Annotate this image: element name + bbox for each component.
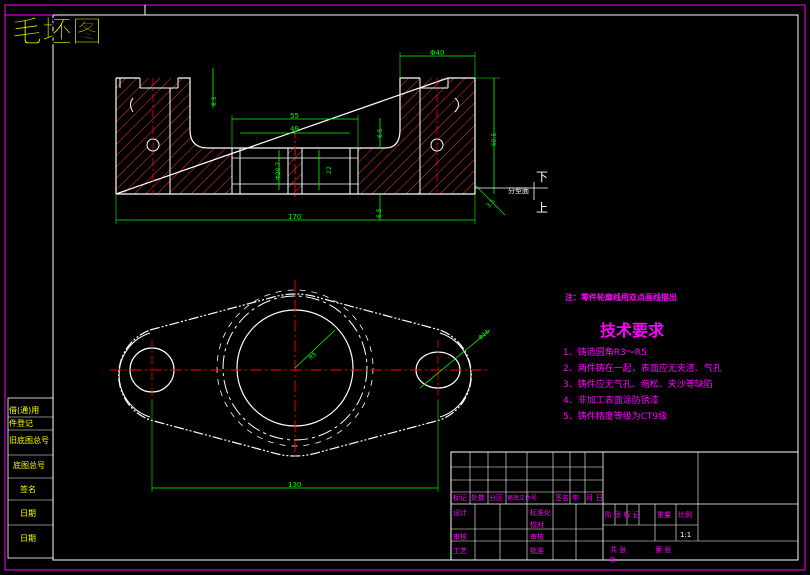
tb-label: 分区 (489, 493, 503, 502)
tech-item: 3、铸件应无气孔、缩松、夹沙等缺陷 (563, 378, 713, 390)
dim-60-5: 60.5 (491, 132, 498, 146)
dim-130: 130 (288, 481, 301, 489)
tb-version: 版 (610, 556, 616, 564)
tb-label: 年 (572, 493, 579, 502)
tb-review2: 审核 (530, 532, 544, 541)
tb-scale-value: 1:1 (680, 531, 691, 539)
front-view: Φ40 55 49 8.5 Φ20.7 22 6.5 60.5 6.5 170 … (115, 49, 548, 224)
side-label: 签名 (20, 484, 36, 494)
left-hatch (116, 78, 232, 194)
dim-6-5-mid: 6.5 (377, 128, 384, 138)
side-label: 旧底图总号 (9, 435, 49, 445)
tech-heading: 技术要求 (600, 321, 665, 340)
tb-designer: 设计 (453, 508, 467, 517)
side-label: 借(通)用 (9, 405, 39, 415)
tb-label: 处数 (471, 493, 485, 502)
tb-stage: 阶 段 标 记 (605, 510, 640, 519)
tech-item: 5、铸件精度等级为CT9级 (563, 410, 667, 422)
tb-label: 标记 (453, 493, 467, 502)
title-block: 标记 处数 分区 更改文件号 签名 年 月 日 设计 标准化 校对 审核 审核 … (450, 451, 799, 564)
note-text: 注：零件轮廓线用双点画线描出 (565, 292, 677, 302)
dim-phi40: Φ40 (430, 49, 444, 57)
dim-3-5: 3.5 (485, 198, 497, 210)
dim-r5: R5 (308, 351, 319, 362)
dim-phi20: Φ20.7 (275, 162, 282, 180)
tb-craft: 工艺 (453, 547, 467, 555)
side-label: 日期 (20, 509, 36, 518)
side-label: 日期 (20, 534, 36, 543)
tb-scale: 比例 (678, 510, 692, 519)
tech-item: 4、非加工表面涂防锈漆 (563, 394, 659, 406)
label-upper: 上 (536, 201, 548, 215)
dim-8-5-left: 8.5 (211, 96, 218, 106)
tb-review: 审核 (453, 532, 467, 541)
dim-49: 49 (290, 125, 299, 133)
right-hatch (358, 78, 475, 194)
side-label: 底图总号 (13, 460, 45, 470)
top-view: R5 Φ16 130 (110, 280, 491, 492)
side-stamp: 借(通)用 件登记 旧底图总号 底图总号 签名 日期 日期 (7, 397, 54, 559)
parting-label: 分型面 (508, 186, 529, 195)
tb-sheet-total: 共 张 (610, 545, 626, 554)
tb-standardize: 标准化 (530, 508, 551, 517)
tb-label: 月 (586, 494, 593, 502)
tb-label: 更改文件号 (507, 494, 537, 502)
side-label: 件登记 (9, 418, 33, 428)
tech-item: 1、铸造圆角R3～R5 (563, 346, 647, 358)
dim-22: 22 (326, 166, 333, 174)
dim-170: 170 (288, 213, 301, 221)
dim-6-5-bottom: 6.5 (376, 208, 383, 218)
tb-proof: 校对 (530, 520, 544, 529)
tech-list: 1、铸造圆角R3～R5 2、两件铸在一起，表面应无夹渣、气孔 3、铸件应无气孔、… (563, 346, 722, 422)
label-lower: 下 (536, 170, 548, 184)
inner-frame (52, 14, 799, 561)
tb-approve: 批准 (530, 546, 544, 555)
tb-label: 签名 (555, 493, 569, 502)
outer-frame (4, 4, 806, 571)
tb-weight: 重量 (657, 511, 671, 519)
tb-label: 日 (596, 494, 603, 502)
tech-item: 2、两件铸在一起，表面应无夹渣、气孔 (563, 362, 722, 374)
dim-55: 55 (290, 112, 299, 120)
drawing-title: 毛坯图 (12, 15, 102, 50)
tb-sheet-no: 第 张 (655, 545, 671, 554)
